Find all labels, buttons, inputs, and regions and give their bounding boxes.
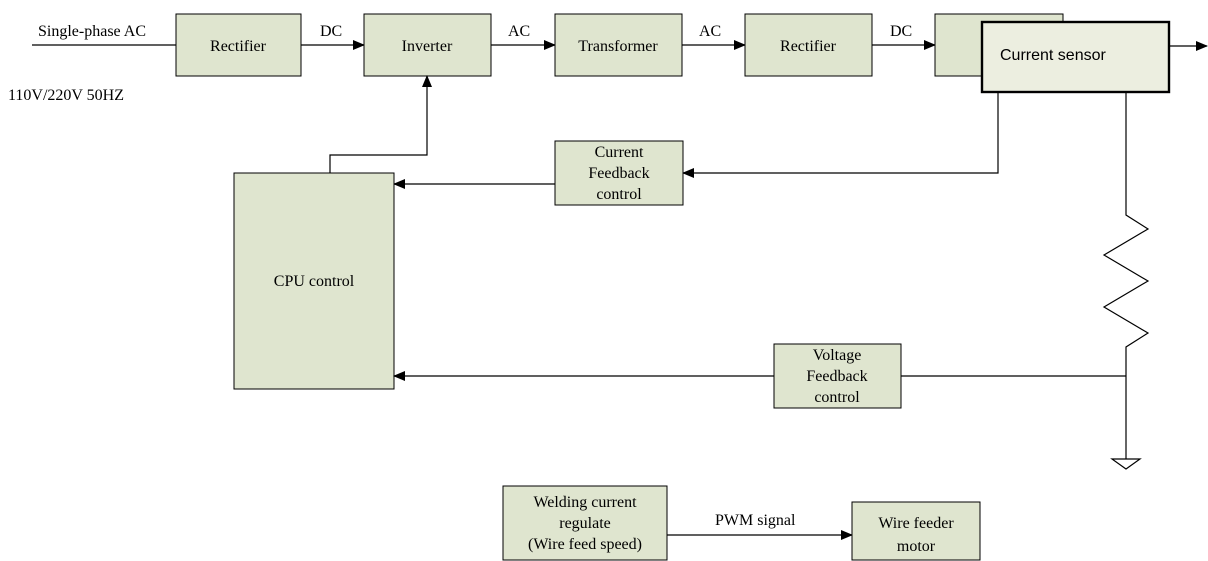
sensor-to-current-feedback-line [682, 92, 999, 178]
inverter-block: Inverter [363, 13, 492, 77]
voltage-feedback-line-2: Feedback [806, 368, 867, 385]
welding-current-line-3: (Wire feed speed) [528, 536, 642, 553]
rectifier-1-label: Rectifier [210, 38, 267, 55]
transformer-label: Transformer [578, 38, 658, 55]
voltage-feedback-block: Voltage Feedback control [773, 343, 902, 409]
welding-current-block: Welding current regulate (Wire feed spee… [502, 485, 668, 561]
current-feedback-line-2: Feedback [588, 165, 649, 182]
welding-current-line-1: Welding current [533, 494, 637, 511]
rectifier-2-label: Rectifier [780, 38, 837, 55]
current-feedback-line-1: Current [595, 144, 644, 161]
inverter-label: Inverter [402, 38, 453, 55]
current-sensor-label: Current sensor [1000, 47, 1106, 64]
ac-label-1: AC [508, 23, 530, 40]
cpu-to-inverter-line [329, 75, 432, 173]
input-voltage-label: 110V/220V 50HZ [8, 87, 124, 104]
transformer-block: Transformer [554, 13, 683, 77]
voltage-feedback-line-3: control [814, 389, 860, 406]
pwm-label: PWM signal [715, 512, 796, 529]
resistor-symbol [1102, 92, 1150, 408]
input-source-label: Single-phase AC [38, 23, 146, 40]
wire-feeder-block: Wire feeder motor [851, 501, 981, 561]
cpu-control-block: CPU control [233, 172, 395, 390]
welding-current-line-2: regulate [559, 515, 611, 532]
dc-label-1: DC [320, 23, 342, 40]
dc-label-2: DC [890, 23, 912, 40]
current-feedback-block: Current Feedback control [554, 140, 684, 206]
ground-symbol [1110, 458, 1142, 470]
wire-feeder-line-2: motor [897, 538, 936, 555]
rectifier-2-block: Rectifier [744, 13, 873, 77]
rectifier-1-block: Rectifier [175, 13, 302, 77]
ac-label-2: AC [699, 23, 721, 40]
voltage-feedback-line-1: Voltage [813, 347, 862, 364]
current-feedback-line-3: control [596, 186, 642, 203]
cpu-control-label: CPU control [274, 273, 355, 290]
wire-feeder-line-1: Wire feeder [878, 515, 954, 532]
current-sensor-block: Current sensor [980, 20, 1171, 94]
